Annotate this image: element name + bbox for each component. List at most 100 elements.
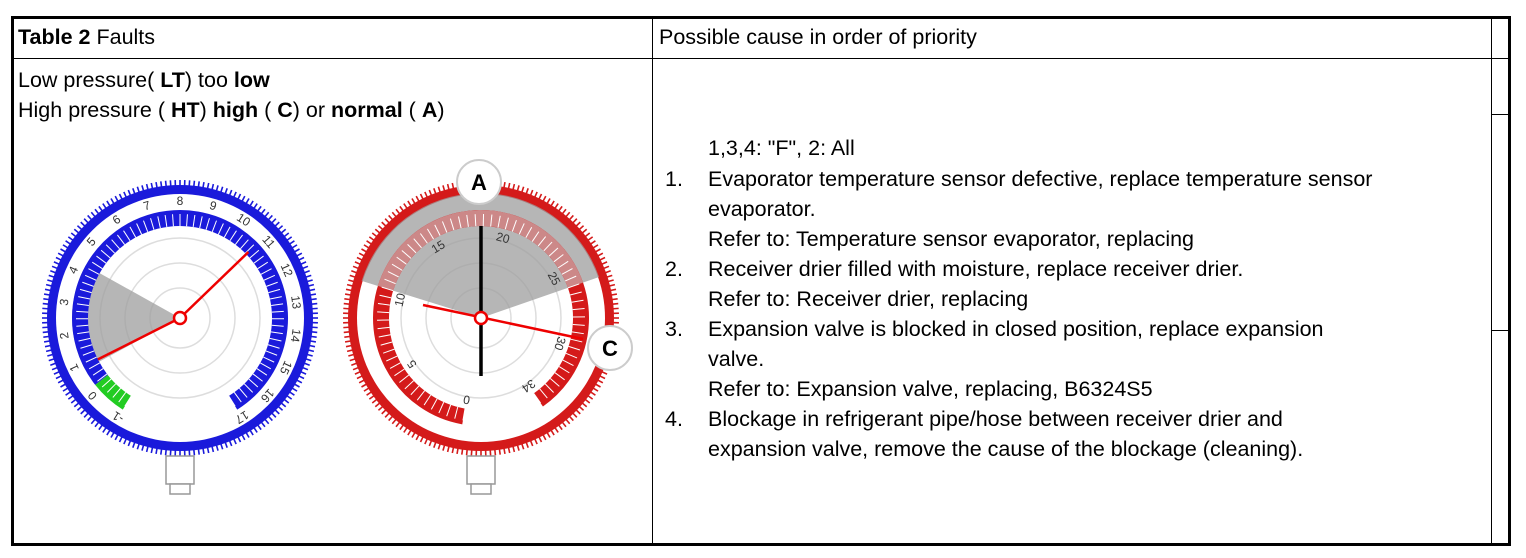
gauge-serration — [43, 293, 52, 297]
gauge-serration — [516, 185, 520, 193]
gauge-serration — [384, 218, 391, 225]
gauge-minor-tick — [434, 224, 441, 236]
gauge-tick-label: 9 — [208, 198, 219, 213]
side-divider-2 — [1491, 330, 1511, 331]
fault-text: ) — [437, 98, 445, 122]
gauge-serration — [411, 431, 417, 438]
gauge-minor-tick — [497, 215, 501, 228]
gauge-serration — [433, 440, 437, 448]
gauge-serration — [141, 185, 145, 193]
gauge-minor-tick — [565, 352, 578, 359]
gauge-serration — [307, 344, 316, 348]
fault-bold: high — [212, 98, 259, 122]
gauge-serration — [609, 293, 618, 297]
gauge-scale-band-overlay — [377, 210, 584, 291]
gauge-minor-tick — [271, 303, 284, 307]
gauge-serration — [201, 446, 205, 455]
gauge-minor-tick — [378, 334, 391, 338]
gauge-minor-tick — [211, 220, 217, 233]
gauge-serration — [295, 378, 303, 384]
gauge-serration — [568, 414, 574, 422]
header-divider — [11, 58, 1511, 59]
gauge-serration — [465, 448, 469, 456]
gauge-serration — [352, 366, 360, 371]
gauge-serration — [502, 446, 506, 455]
gauge-minor-tick — [260, 362, 272, 370]
gauge-serration — [114, 195, 120, 203]
gauge-serration — [608, 288, 617, 292]
gauge-stem — [165, 455, 195, 485]
gauge-serration — [354, 261, 362, 266]
gauge-serration — [256, 423, 262, 431]
gauge-serration — [549, 200, 555, 208]
gauge-minor-tick — [105, 244, 116, 254]
fault-bold: A — [421, 98, 438, 122]
gauge-minor-tick — [553, 254, 564, 263]
gauge-minor-tick — [269, 296, 282, 300]
cause-text: expansion valve, remove the cause of the… — [708, 437, 1304, 461]
gauge-serration — [206, 182, 210, 191]
gauge-serration — [442, 185, 446, 193]
gauge-minor-tick — [266, 281, 278, 287]
gauge-serration — [83, 218, 90, 225]
gauge-serration — [591, 244, 599, 250]
gauge-serration — [260, 208, 266, 216]
gauge-serration — [252, 426, 258, 433]
gauge-serration — [240, 433, 246, 441]
gauge-serration — [47, 353, 55, 357]
gauge-serration — [564, 417, 571, 425]
gauge-tick-label: 25 — [545, 269, 564, 288]
gauge-serration — [605, 274, 613, 279]
gauge-minor-tick — [228, 395, 236, 407]
gauge-minor-tick — [205, 218, 210, 230]
gauge-serration — [545, 198, 551, 205]
gauge-serration — [343, 330, 351, 334]
gauge-stem-tip — [470, 483, 492, 495]
fault-bold: LT — [160, 68, 185, 92]
gauge-serration — [399, 205, 405, 213]
gauge-serration — [73, 401, 81, 408]
gauge-minor-tick — [270, 331, 283, 335]
gauge-serration — [301, 265, 309, 270]
gauge-serration — [290, 386, 298, 392]
fault-text: ) or — [292, 98, 332, 122]
gauge-serration — [263, 211, 270, 219]
gauge-serration — [377, 225, 385, 231]
gauge-serration — [516, 443, 520, 451]
gauge-minor-tick — [243, 383, 254, 393]
gauge-serration — [206, 445, 210, 454]
gauge-minor-tick — [76, 303, 89, 307]
gauge-minor-tick — [531, 231, 540, 242]
column-divider — [652, 16, 653, 546]
gauge-serration — [371, 232, 379, 238]
gauge-minor-tick — [80, 344, 93, 349]
gauge-serration — [344, 335, 352, 338]
gauge-serration — [293, 248, 300, 254]
gauge-serration — [545, 431, 551, 438]
gauge-minor-tick — [76, 324, 89, 327]
gauge-minor-tick — [192, 214, 196, 228]
gauge-minor-tick — [548, 247, 559, 257]
fault-text: ( — [258, 98, 278, 122]
gauge-serration — [306, 348, 315, 353]
gauge-serration — [571, 218, 578, 225]
gauge-serration — [442, 443, 446, 451]
gauge-minor-tick — [557, 260, 569, 269]
gauge-minor-tick — [404, 380, 414, 390]
gauge-serration — [127, 189, 132, 197]
gauge-serration — [297, 256, 305, 262]
gauge-serration — [384, 411, 391, 418]
gauge-minor-tick — [77, 331, 90, 335]
gauge-tick-label: 15 — [277, 359, 295, 377]
gauge-minor-tick — [257, 261, 269, 270]
gauge-serration — [42, 330, 50, 334]
gauge-serration — [236, 193, 242, 201]
gauge-needle-hub — [172, 310, 188, 326]
gauge-stem — [466, 455, 496, 485]
gauge-minor-tick — [572, 308, 585, 311]
gauge-minor-tick — [91, 261, 103, 270]
gauge-serration — [307, 288, 316, 292]
gauge-serration — [150, 445, 154, 454]
gauge-serration — [306, 283, 315, 288]
